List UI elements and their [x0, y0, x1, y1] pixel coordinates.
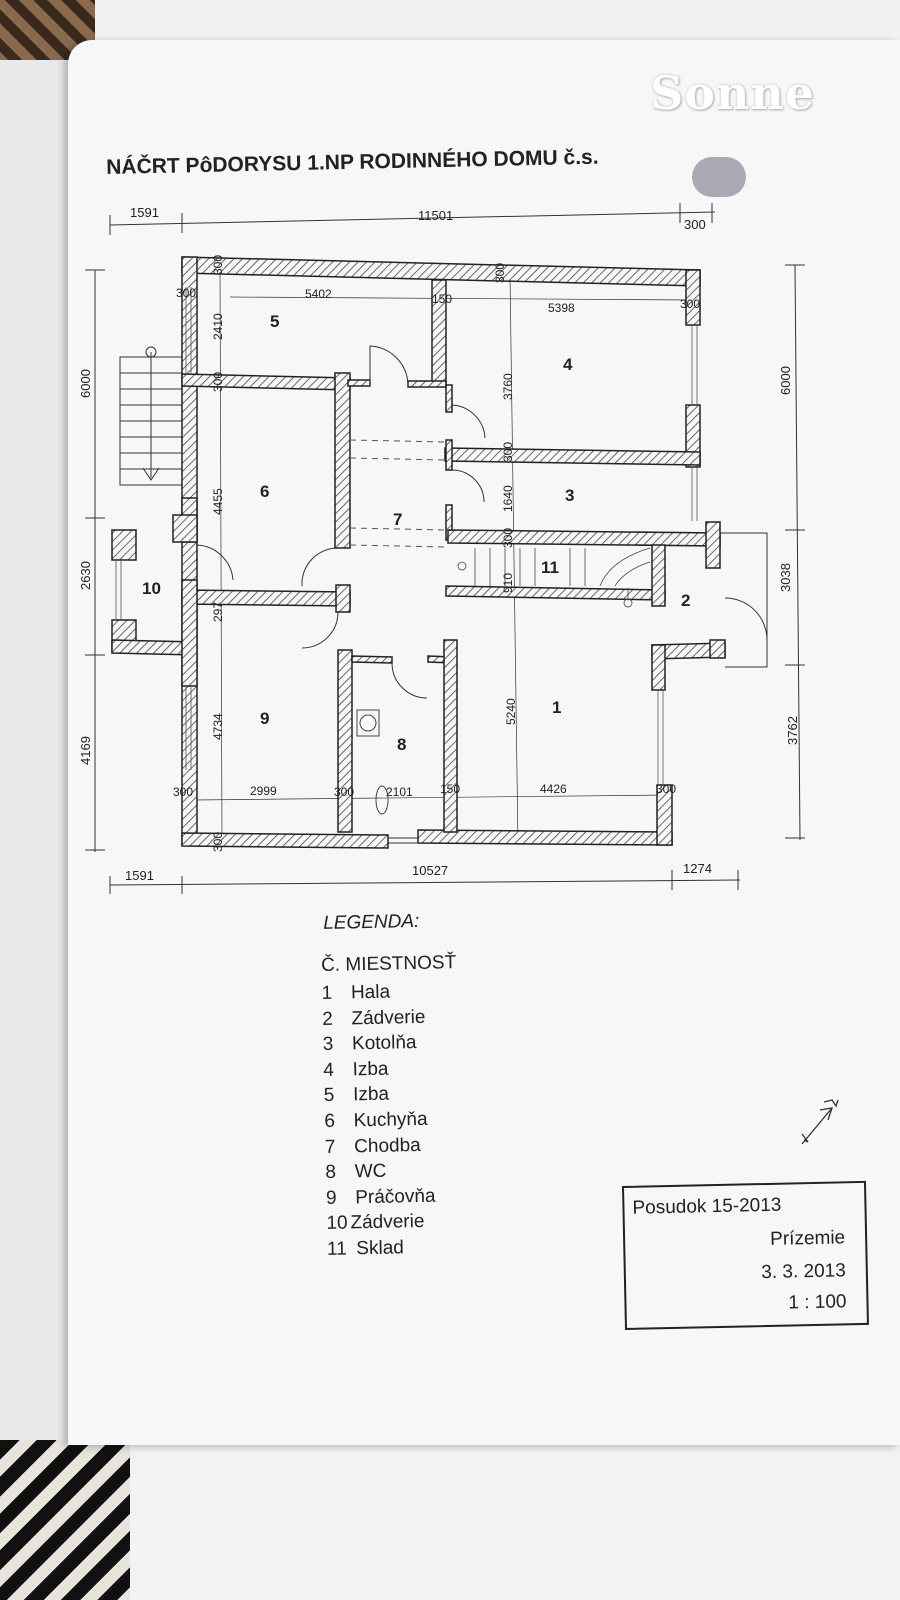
dim-top-left: 1591: [130, 205, 159, 220]
inner-dim: 5240: [504, 698, 518, 725]
wc-fixtures: [356, 709, 389, 815]
dimension-labels: 1591 11501 300 1591 10527 1274 6000 2630…: [78, 205, 800, 883]
dim-bottom-left: 1591: [125, 868, 154, 883]
legend: LEGENDA: Č. MIESTNOSŤ 1 Hala 2 Zádverie …: [320, 910, 462, 1262]
inner-dim: 300: [501, 442, 515, 462]
room-number-2: 2: [681, 591, 690, 610]
doors: [196, 345, 768, 844]
sonne-logo: Sonne: [650, 66, 816, 120]
walls: [111, 256, 726, 849]
inner-dim: 2999: [250, 784, 277, 798]
dim-left-middle: 2630: [78, 561, 93, 590]
stamp-date: 3. 3. 2013: [761, 1260, 847, 1284]
stamp-scale: 1 : 100: [788, 1291, 847, 1314]
inner-dim: 300: [173, 785, 193, 799]
legend-item: 3 Kotolňa: [322, 1032, 417, 1056]
room-number-8: 8: [397, 735, 406, 754]
carpet-background: [0, 1440, 130, 1600]
dim-right-lower: 3762: [785, 716, 800, 745]
title-block: Posudok 15-2013 Prízemie 3. 3. 2013 1 : …: [622, 1180, 869, 1330]
legend-title: LEGENDA:: [322, 910, 420, 934]
inner-dim: 300: [656, 782, 676, 796]
redaction-mark: [692, 157, 746, 197]
stamp-posudok: Posudok 15-2013: [632, 1194, 782, 1219]
inner-dim: 300: [334, 785, 354, 799]
legend-item: 4 Izba: [323, 1058, 389, 1081]
room-number-1: 1: [552, 698, 561, 717]
room-number-6: 6: [260, 482, 269, 501]
inner-dim: 1640: [501, 485, 515, 512]
dim-left-lower: 4169: [78, 736, 93, 765]
dim-left-upper: 6000: [78, 369, 93, 398]
dashed-lines: [349, 439, 447, 548]
inner-dim: 300: [176, 286, 196, 300]
inner-dim: 300: [211, 832, 225, 852]
dim-right-middle: 3038: [778, 563, 793, 592]
inner-dim: 910: [501, 573, 515, 593]
inner-dim: 297: [211, 602, 225, 622]
inner-dim: 300: [493, 263, 507, 283]
inner-dim: 300: [501, 528, 515, 548]
room-number-7: 7: [393, 510, 402, 529]
inner-dim: 4455: [211, 488, 225, 515]
dimension-lines: [85, 203, 805, 894]
window-lines: [115, 287, 698, 784]
north-arrow-icon: [801, 1099, 839, 1145]
room-number-3: 3: [565, 486, 574, 505]
legend-item: 8 WC: [325, 1160, 387, 1184]
inner-dim: 300: [680, 297, 700, 311]
inner-dim: 5398: [548, 301, 575, 315]
inner-dim: 5402: [305, 287, 332, 301]
inner-dim: 2101: [386, 785, 413, 799]
inner-dim: 150: [432, 292, 452, 306]
legend-item: 6 Kuchyňa: [324, 1108, 428, 1132]
room-number-4: 4: [563, 355, 573, 374]
room-number-11: 11: [541, 558, 559, 577]
room-number-10: 10: [142, 579, 161, 598]
legend-item: 5 Izba: [323, 1083, 390, 1107]
inner-dim: 300: [211, 255, 225, 275]
dim-top-right: 300: [684, 217, 706, 232]
dim-bottom-mid: 10527: [412, 863, 448, 878]
inner-dim: 3760: [501, 373, 515, 400]
inner-dim: 2410: [211, 313, 225, 340]
dim-bottom-right: 1274: [683, 861, 712, 876]
room-numbers: 1 2 3 4 5 6 7 8 9 10 11: [142, 312, 690, 754]
legend-header-name: MIESTNOSŤ: [345, 952, 457, 976]
inner-dim: 4734: [211, 713, 225, 740]
legend-item: 9 Práčovňa: [325, 1185, 436, 1209]
legend-item: 2 Zádverie: [322, 1006, 426, 1030]
stairs-outside: [119, 346, 183, 486]
legend-item: 7 Chodba: [324, 1134, 421, 1158]
legend-header-num: Č.: [320, 954, 341, 976]
stairs-inside: [457, 547, 651, 608]
dim-top-mid: 11501: [418, 208, 453, 223]
dim-right-upper: 6000: [778, 366, 793, 395]
room-number-9: 9: [260, 709, 269, 728]
legend-item: 1 Hala: [321, 981, 391, 1004]
legend-header: Č. MIESTNOSŤ: [321, 952, 457, 977]
inner-dim: 4426: [540, 782, 567, 796]
legend-item: 11 Sklad: [326, 1237, 405, 1260]
stamp-floor: Prízemie: [769, 1227, 846, 1250]
room-number-5: 5: [270, 312, 279, 331]
inner-dim: 150: [440, 782, 460, 796]
inner-dim: 300: [211, 372, 225, 392]
inner-dimension-labels: 300 300 5402 150 300 5398 300 2410 300 3…: [173, 255, 700, 852]
